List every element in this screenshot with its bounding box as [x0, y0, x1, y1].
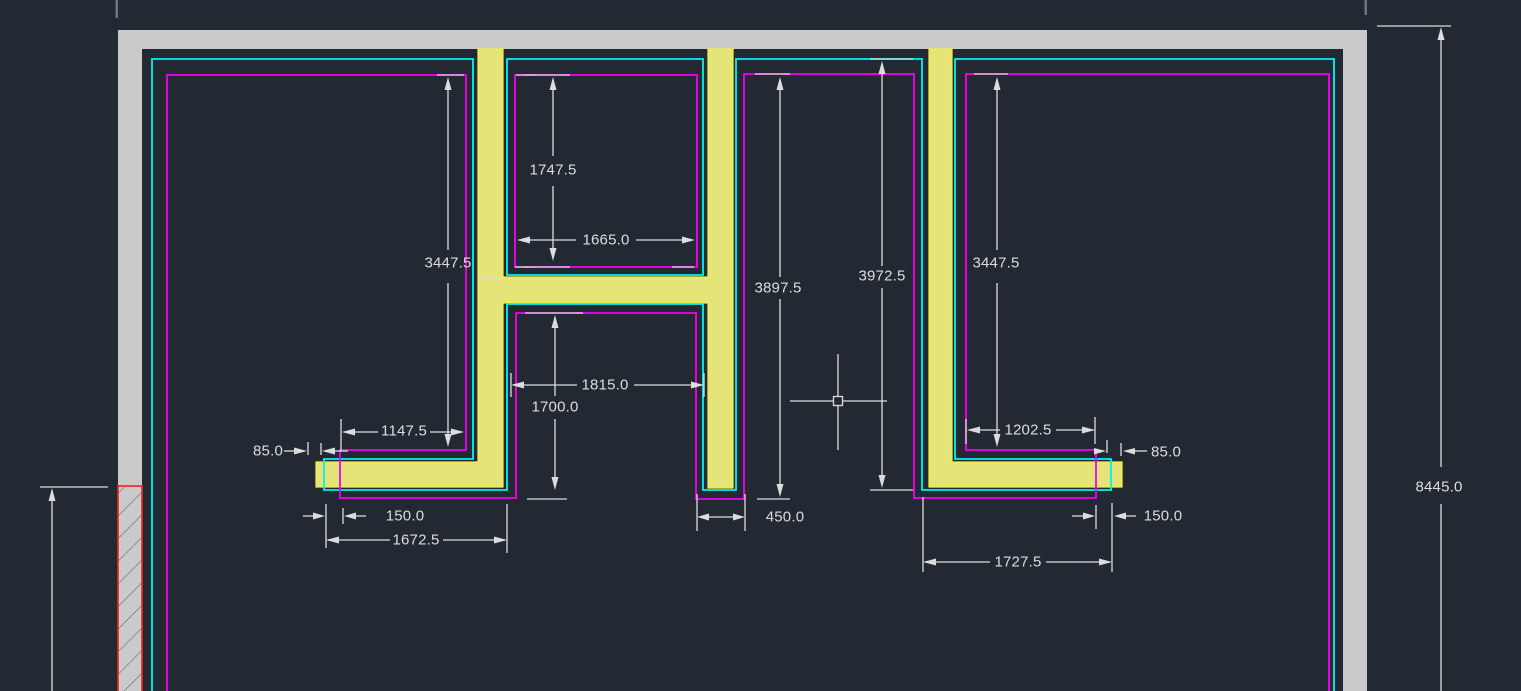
interior-walls-yellow [315, 48, 1123, 489]
hatched-wall-section [117, 485, 143, 691]
dimension-label-center-room-outer-height: 3972.5 [858, 267, 906, 285]
dimension-label-center-room-inner-height: 3897.5 [754, 279, 802, 297]
dimension-label-center-wall-bottom-width: 450.0 [765, 508, 805, 526]
dimension-label-left-door-jamb: 150.0 [385, 507, 425, 525]
room-outline-cyan [151, 58, 1335, 691]
dimension-label-left-room-height: 3447.5 [424, 254, 472, 272]
dimension-label-right-door-offset: 85.0 [1151, 443, 1181, 461]
dimension-label-right-wing-total: 1727.5 [994, 553, 1042, 571]
h-wall [315, 48, 734, 489]
dimension-label-right-room-height: 3447.5 [972, 254, 1020, 272]
dimension-label-top-center-room-width: 1665.0 [582, 231, 630, 249]
dimension-lines [40, 25, 1451, 691]
crosshair-cursor [790, 354, 887, 450]
dimension-label-lower-center-room-width: 1815.0 [581, 376, 629, 394]
dimension-label-left-wing-total: 1672.5 [392, 531, 440, 549]
dimension-label-lower-center-room-height: 1700.0 [531, 398, 579, 416]
dimension-label-right-door-jamb: 150.0 [1143, 507, 1183, 525]
room-outline-magenta [166, 73, 1330, 691]
dimension-arrowheads [48, 27, 1445, 566]
right-l-wall [928, 48, 1123, 488]
exterior-walls [115, 0, 1367, 691]
dimension-label-right-wing-inner: 1202.5 [1004, 421, 1052, 439]
dimension-label-left-door-offset: 85.0 [253, 442, 283, 460]
dimension-label-top-center-room-height: 1747.5 [529, 161, 577, 179]
dimension-label-left-wing-inner: 1147.5 [381, 422, 427, 440]
dimension-label-overall-height: 8445.0 [1415, 478, 1463, 496]
